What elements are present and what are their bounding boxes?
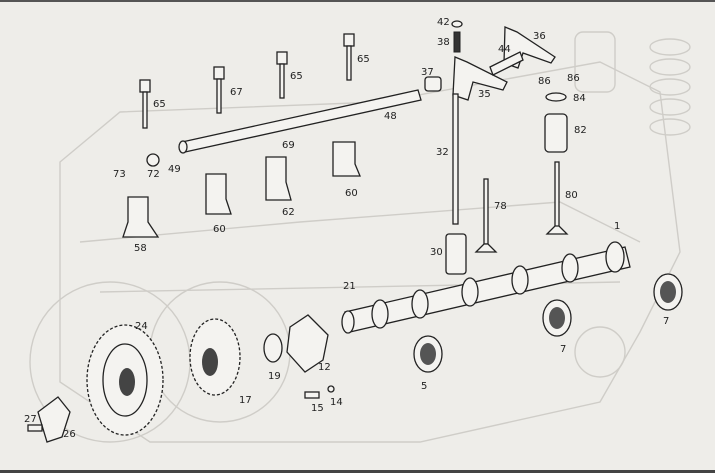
part-label: 49	[168, 164, 181, 175]
part-label: 73	[113, 169, 126, 180]
part-label: 12	[318, 362, 331, 373]
part-label: 48	[384, 111, 397, 122]
part-label: 58	[134, 243, 147, 254]
part-label: 1	[614, 221, 620, 232]
part-label: 60	[345, 188, 358, 199]
part-label: 69	[282, 140, 295, 151]
part-label: 62	[282, 207, 295, 218]
part-label: 30	[430, 247, 443, 258]
part-label: 80	[565, 190, 578, 201]
part-label: 35	[478, 89, 491, 100]
part-label: 67	[230, 87, 243, 98]
part-label: 82	[574, 125, 587, 136]
camshaft	[341, 241, 631, 334]
part-label: 7	[663, 316, 669, 327]
part-label: 65	[357, 54, 370, 65]
part-label: 27	[24, 414, 37, 425]
part-label: 86	[538, 76, 551, 87]
part-label: 78	[494, 201, 507, 212]
part-label: 86	[567, 73, 580, 84]
part-label: 72	[147, 169, 160, 180]
part-label: 15	[311, 403, 324, 414]
timing-gears	[27, 314, 335, 443]
part-label: 84	[573, 93, 586, 104]
part-label: 26	[63, 429, 76, 440]
part-label: 14	[330, 397, 343, 408]
part-label: 65	[153, 99, 166, 110]
part-label: 17	[239, 395, 252, 406]
part-label: 38	[437, 37, 450, 48]
part-label: 42	[437, 17, 450, 28]
part-label: 32	[436, 147, 449, 158]
bolts	[139, 33, 355, 129]
valves-and-pushrod	[445, 92, 569, 275]
part-label: 5	[421, 381, 427, 392]
part-label: 21	[343, 281, 356, 292]
part-label: 44	[498, 44, 511, 55]
part-label: 65	[290, 71, 303, 82]
rocker-arms	[424, 20, 556, 101]
camshaft-bearings	[413, 273, 683, 373]
rocker-shaft	[178, 89, 422, 154]
rocker-pedestals	[122, 141, 361, 238]
part-label: 24	[135, 321, 148, 332]
part-label: 36	[533, 31, 546, 42]
part-labels: 42 38 36 44 37 35 86 86 84 82 65 65 67 6…	[24, 17, 669, 440]
part-label: 7	[560, 344, 566, 355]
part-label: 60	[213, 224, 226, 235]
part-label: 19	[268, 371, 281, 382]
part-label: 37	[421, 67, 434, 78]
